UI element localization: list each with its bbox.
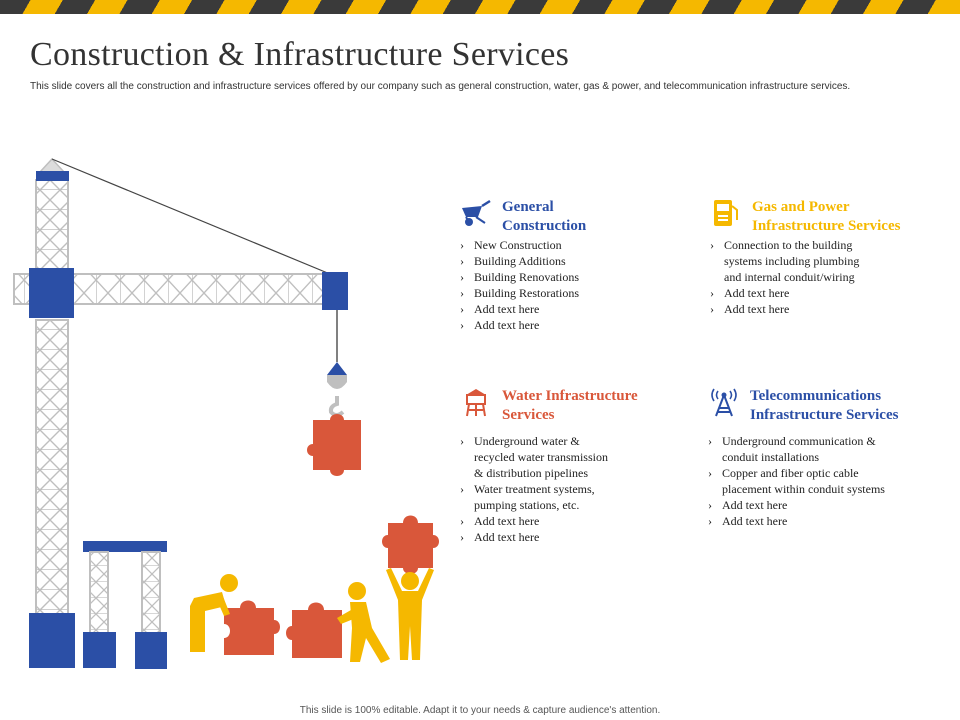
item-text-line: pumping stations, etc.	[474, 498, 580, 512]
list-item: Underground communication & conduit inst…	[708, 433, 885, 465]
list-item: Building Renovations	[460, 269, 579, 285]
item-text-line: Water treatment systems,	[474, 482, 595, 496]
list-item: Add text here	[460, 529, 608, 545]
service-title-line2: Infrastructure Services	[750, 407, 899, 423]
service-items: Underground water & recycled water trans…	[460, 433, 608, 545]
service-water-infrastructure: Water Infrastructure Services Undergroun…	[460, 387, 700, 552]
page-title: Construction & Infrastructure Services	[30, 36, 570, 73]
list-item: Building Restorations	[460, 285, 579, 301]
service-general-construction: General Construction New Construction Bu…	[460, 198, 690, 338]
item-text-line: Connection to the building	[724, 238, 853, 252]
worker-pushing	[337, 582, 390, 663]
crane-puzzle-illustration	[13, 157, 439, 669]
item-text-line: recycled water transmission	[474, 450, 608, 464]
water-tower-icon	[466, 389, 486, 417]
puzzle-piece-ground-1	[224, 600, 280, 655]
service-items: Connection to the building systems inclu…	[710, 237, 859, 317]
service-title-line2: Construction	[502, 218, 587, 234]
service-title-line2: Services	[502, 407, 555, 423]
item-text-line: systems including plumbing	[724, 254, 860, 268]
item-text-line: Underground water &	[474, 434, 580, 448]
list-item: Add text here	[710, 301, 859, 317]
list-item: Add text here	[708, 513, 885, 529]
list-item: New Construction	[460, 237, 579, 253]
service-title: Gas and Power Infrastructure Services	[752, 198, 900, 236]
worker-bending	[190, 574, 238, 652]
service-gas-and-power: Gas and Power Infrastructure Services Co…	[710, 198, 950, 328]
small-gantry-crane	[83, 541, 167, 669]
item-text-line: Underground communication &	[722, 434, 876, 448]
page-subtitle: This slide covers all the construction a…	[30, 81, 851, 92]
list-item: Connection to the building systems inclu…	[710, 237, 859, 285]
list-item: Add text here	[708, 497, 885, 513]
service-telecommunications: Telecommunications Infrastructure Servic…	[708, 387, 953, 532]
service-title: Telecommunications Infrastructure Servic…	[750, 387, 898, 425]
list-item: Add text here	[460, 317, 579, 333]
puzzle-piece-ground-2	[286, 602, 342, 658]
service-title-line1: Water Infrastructure	[502, 388, 638, 404]
antenna-tower-icon	[711, 388, 737, 417]
gas-pump-icon	[714, 200, 738, 226]
list-item: Add text here	[460, 513, 608, 529]
service-title-line1: Telecommunications	[750, 388, 882, 404]
list-item: Add text here	[710, 285, 859, 301]
list-item: Underground water & recycled water trans…	[460, 433, 608, 481]
hazard-stripe-border	[0, 0, 960, 14]
worker-lifting	[386, 568, 434, 660]
item-text-line: conduit installations	[722, 450, 819, 464]
puzzle-piece-hanging	[307, 414, 361, 476]
item-text-line: & distribution pipelines	[474, 466, 588, 480]
item-text-line: and internal conduit/wiring	[724, 270, 855, 284]
item-text-line: placement within conduit systems	[722, 482, 885, 496]
list-item: Add text here	[460, 301, 579, 317]
list-item: Water treatment systems, pumping station…	[460, 481, 608, 513]
list-item: Copper and fiber optic cable placement w…	[708, 465, 885, 497]
service-title-line1: General	[502, 199, 554, 215]
footer-note: This slide is 100% editable. Adapt it to…	[299, 705, 661, 716]
wheelbarrow-icon	[462, 199, 491, 226]
item-text-line: Copper and fiber optic cable	[722, 466, 859, 480]
tower-crane	[13, 157, 348, 668]
list-item: Building Additions	[460, 253, 579, 269]
service-title-line2: Infrastructure Services	[752, 218, 901, 234]
service-title: General Construction	[502, 198, 586, 236]
puzzle-piece-lifted	[382, 515, 439, 574]
service-items: Underground communication & conduit inst…	[708, 433, 885, 529]
service-title-line1: Gas and Power	[752, 199, 850, 215]
service-items: New Construction Building Additions Buil…	[460, 237, 579, 333]
service-title: Water Infrastructure Services	[502, 387, 638, 425]
